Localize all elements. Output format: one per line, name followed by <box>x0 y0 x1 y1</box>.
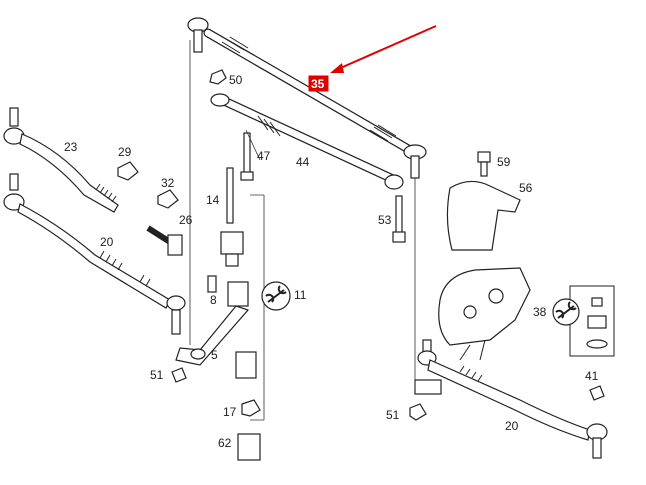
label-26[interactable]: 26 <box>179 213 193 227</box>
label-59[interactable]: 59 <box>497 155 511 169</box>
label-51-right[interactable]: 51 <box>386 408 400 422</box>
cover-56 <box>446 180 521 251</box>
idler-arm <box>171 167 265 461</box>
label-51-left[interactable]: 51 <box>150 368 164 382</box>
bolt-53 <box>392 195 406 243</box>
label-38[interactable]: 38 <box>533 305 547 319</box>
arrow-head <box>330 63 344 73</box>
highlight-box <box>308 75 329 92</box>
label-8[interactable]: 8 <box>210 293 217 307</box>
tie-rod-20-right <box>417 339 608 459</box>
label-44[interactable]: 44 <box>296 155 310 169</box>
label-53[interactable]: 53 <box>378 213 392 227</box>
label-11[interactable]: 11 <box>294 288 307 302</box>
nut-59 <box>477 151 491 177</box>
label-29[interactable]: 29 <box>118 145 132 159</box>
steering-gear <box>409 267 531 421</box>
label-23[interactable]: 23 <box>64 140 78 154</box>
bolt-47 <box>240 132 254 181</box>
tie-rod-20-left <box>3 173 186 335</box>
label-47[interactable]: 47 <box>257 149 271 163</box>
nut-41 <box>589 385 605 401</box>
tie-rod-end-23 <box>3 107 119 213</box>
label-41[interactable]: 41 <box>585 369 599 383</box>
label-35[interactable]: 35 <box>311 77 325 91</box>
wrench-icon <box>261 281 291 311</box>
label-56[interactable]: 56 <box>519 181 533 195</box>
nut-29 <box>117 161 139 181</box>
label-20-right[interactable]: 20 <box>505 419 519 433</box>
leader-lines <box>189 40 416 390</box>
label-20-left[interactable]: 20 <box>100 235 114 249</box>
red-arrow <box>335 25 437 71</box>
tie-rod-lower <box>210 93 404 190</box>
label-17[interactable]: 17 <box>223 405 237 419</box>
kit-box-38 <box>569 285 615 357</box>
label-50[interactable]: 50 <box>229 73 243 87</box>
label-32[interactable]: 32 <box>161 176 175 190</box>
label-62[interactable]: 62 <box>218 436 232 450</box>
nut-50 <box>209 69 227 85</box>
wrench-icon <box>552 298 580 326</box>
label-14[interactable]: 14 <box>206 193 220 207</box>
nut-32 <box>157 189 179 209</box>
bolt-26 <box>146 225 183 256</box>
label-5[interactable]: 5 <box>211 348 218 362</box>
